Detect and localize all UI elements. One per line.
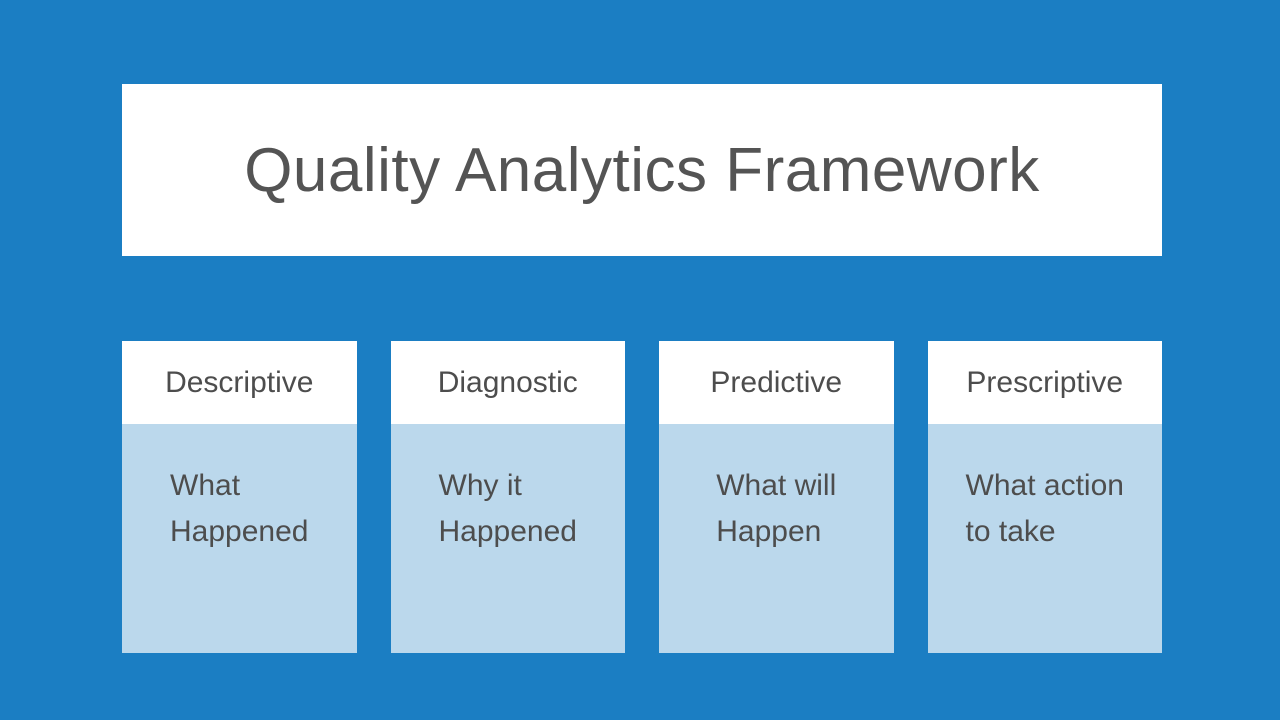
stage-card-descriptive: Descriptive What Happened: [122, 341, 357, 653]
stage-header: Predictive: [659, 341, 894, 424]
stage-card-prescriptive: Prescriptive What action to take: [927, 341, 1162, 653]
stage-description: What Happened: [170, 469, 309, 548]
stage-description: What will Happen: [716, 469, 837, 548]
stage-body: What Happened: [122, 424, 357, 653]
slide-title: Quality Analytics Framework: [244, 135, 1040, 205]
stage-header: Diagnostic: [390, 341, 625, 424]
stage-body: Why it Happened: [390, 424, 625, 653]
stage-description: What action to take: [965, 469, 1124, 548]
stage-header: Descriptive: [122, 341, 357, 424]
stage-body: What will Happen: [659, 424, 894, 653]
stage-description: Why it Happened: [438, 469, 577, 548]
stage-header: Prescriptive: [927, 341, 1162, 424]
stage-body: What action to take: [927, 424, 1162, 653]
stage-card-diagnostic: Diagnostic Why it Happened: [390, 341, 625, 653]
title-card: Quality Analytics Framework: [122, 84, 1162, 256]
stage-card-predictive: Predictive What will Happen: [659, 341, 894, 653]
analytics-stages-row: Descriptive What Happened Diagnostic Why…: [122, 341, 1162, 653]
